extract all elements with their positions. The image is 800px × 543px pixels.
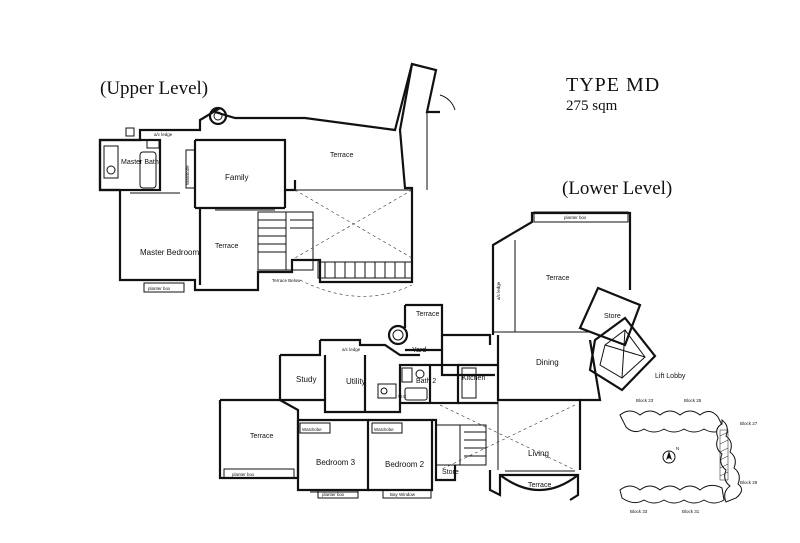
unit-area-label: 275 sqm xyxy=(566,98,618,114)
lower-top-terrace-label: Terrace xyxy=(546,275,569,282)
master-bath-label: Master Bath xyxy=(121,159,159,166)
lower-bottom-planter-box-label: planter box xyxy=(322,492,345,497)
site-block-33-label: Block 33 xyxy=(630,509,648,514)
utility-label: Utility xyxy=(346,377,366,386)
bay-window-label: Bay Window xyxy=(390,492,416,497)
lower-top-planter-box-label: planter box xyxy=(564,215,587,220)
dining-label: Dining xyxy=(536,358,559,367)
site-block-29-label: Block 29 xyxy=(740,480,758,485)
kitchen-label: Kitchen xyxy=(462,375,485,382)
family-label: Family xyxy=(225,173,249,182)
lower-left-wardrobe-label: Wardrobe xyxy=(302,427,322,432)
lower-top-store-label: Store xyxy=(604,313,621,320)
lower-level-title: (Lower Level) xyxy=(562,178,673,199)
wc-label: W.C xyxy=(398,394,407,399)
site-block-31-label: Block 31 xyxy=(682,509,700,514)
bath2-label: Bath 2 xyxy=(416,378,436,385)
terrace-below-label: Terrace Below xyxy=(272,278,301,283)
lift-lobby-label: Lift Lobby xyxy=(655,373,686,380)
upper-level-plan xyxy=(98,62,456,297)
lower-store-label: Store xyxy=(442,469,459,476)
site-block-27-label: Block 27 xyxy=(740,421,758,426)
upper-ac-ledge-label: a/c ledge xyxy=(154,132,173,137)
site-block-23-label: Block 23 xyxy=(636,398,654,403)
unit-type-title: TYPE MD xyxy=(566,74,661,96)
bedroom2-label: Bedroom 2 xyxy=(385,460,425,469)
upper-planter-box-label: planter box xyxy=(148,286,171,291)
upper-wardrobe-label: Wardrobe xyxy=(185,165,190,185)
site-block-25-label: Block 25 xyxy=(684,398,702,403)
upper-inner-terrace-label: Terrace xyxy=(215,243,238,250)
lower-right-wardrobe-label: Wardrobe xyxy=(374,427,394,432)
lower-level-plan xyxy=(218,211,657,501)
living-label: Living xyxy=(528,449,549,458)
lower-left-planter-box-label: planter box xyxy=(232,472,255,477)
north-arrow-label: N xyxy=(676,446,679,451)
lower-left-terrace-label: Terrace xyxy=(250,433,273,440)
lower-yard-terrace-label: Terrace xyxy=(416,311,439,318)
lower-ac-ledge-label: a/c ledge xyxy=(342,347,361,352)
yard-label: Yard xyxy=(412,347,426,354)
master-bedroom-label: Master Bedroom xyxy=(140,248,199,257)
study-label: Study xyxy=(296,375,316,384)
upper-terrace-label: Terrace xyxy=(330,152,353,159)
bedroom3-label: Bedroom 3 xyxy=(316,458,356,467)
upper-level-title: (Upper Level) xyxy=(100,78,209,99)
lower-bottom-terrace-label: Terrace xyxy=(528,482,551,489)
site-plan xyxy=(619,410,742,504)
lower-side-ac-ledge-label: a/c ledge xyxy=(496,281,501,300)
